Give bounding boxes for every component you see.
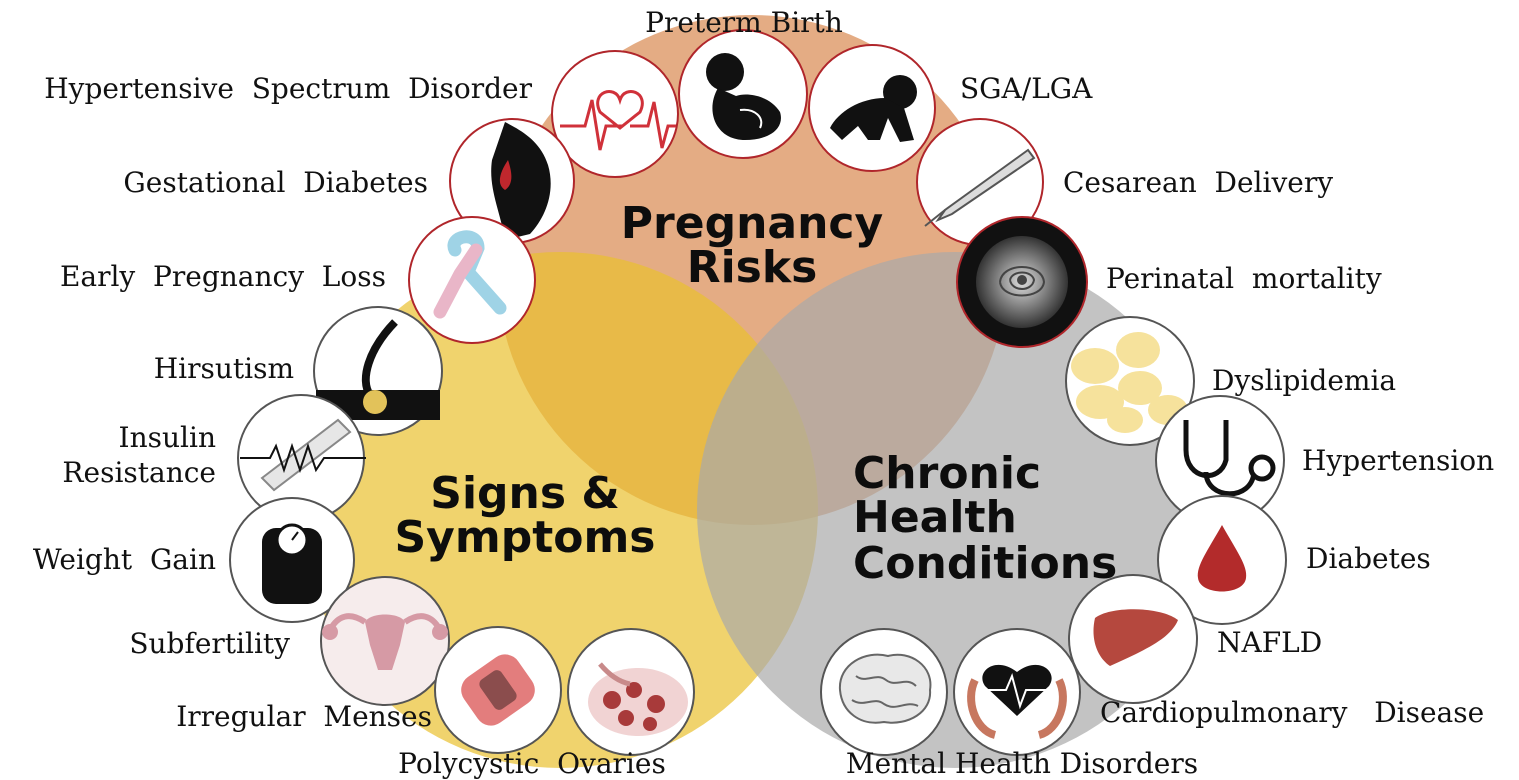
label-hirsutism: Hirsutism [154,352,294,385]
label-cesarean-delivery: Cesarean Delivery [1063,166,1333,199]
label-weight-gain: Weight Gain [33,543,216,576]
label-polycystic-ovaries: Polycystic Ovaries [398,747,666,780]
label-hypertensive-spectrum-disorder: Hypertensive Spectrum Disorder [44,72,532,105]
label-hypertension: Hypertension [1302,444,1494,477]
label-cardiopulmonary-disease: Cardiopulmonary Disease [1100,696,1484,729]
heartbeat-icon [552,51,678,177]
label-sga-lga: SGA/LGA [960,72,1093,105]
label-irregular-menses: Irregular Menses [176,700,432,733]
ovary-icon [568,629,694,755]
label-resistance: Resistance [62,456,216,489]
chronic-title-line2: Health [853,492,1017,543]
rose-icon [957,217,1087,347]
pregnancy-title-line2: Risks [687,242,818,293]
label-gestational-diabetes: Gestational Diabetes [123,166,428,199]
label-perinatal-mortality: Perinatal mortality [1106,262,1382,295]
uterus-icon [321,577,449,705]
liver-icon [1069,575,1197,703]
label-nafld: NAFLD [1217,626,1322,659]
brain-icon [821,629,947,755]
awareness-ribbon-icon [409,217,535,343]
label-diabetes: Diabetes [1306,542,1431,575]
signs-title-line2: Symptoms [394,512,655,563]
chronic-title-line3: Conditions [853,538,1117,589]
label-preterm-birth: Preterm Birth [645,6,843,39]
crawling-baby-icon [809,45,935,171]
label-insulin: Insulin [119,421,216,454]
label-early-pregnancy-loss: Early Pregnancy Loss [60,260,386,293]
fetus-icon [679,30,807,158]
label-subfertility: Subfertility [129,627,290,660]
heart-lungs-icon [954,629,1080,755]
label-dyslipidemia: Dyslipidemia [1212,364,1396,397]
label-mental-health-disorders: Mental Health Disorders [846,747,1198,780]
pad-icon [435,627,561,753]
